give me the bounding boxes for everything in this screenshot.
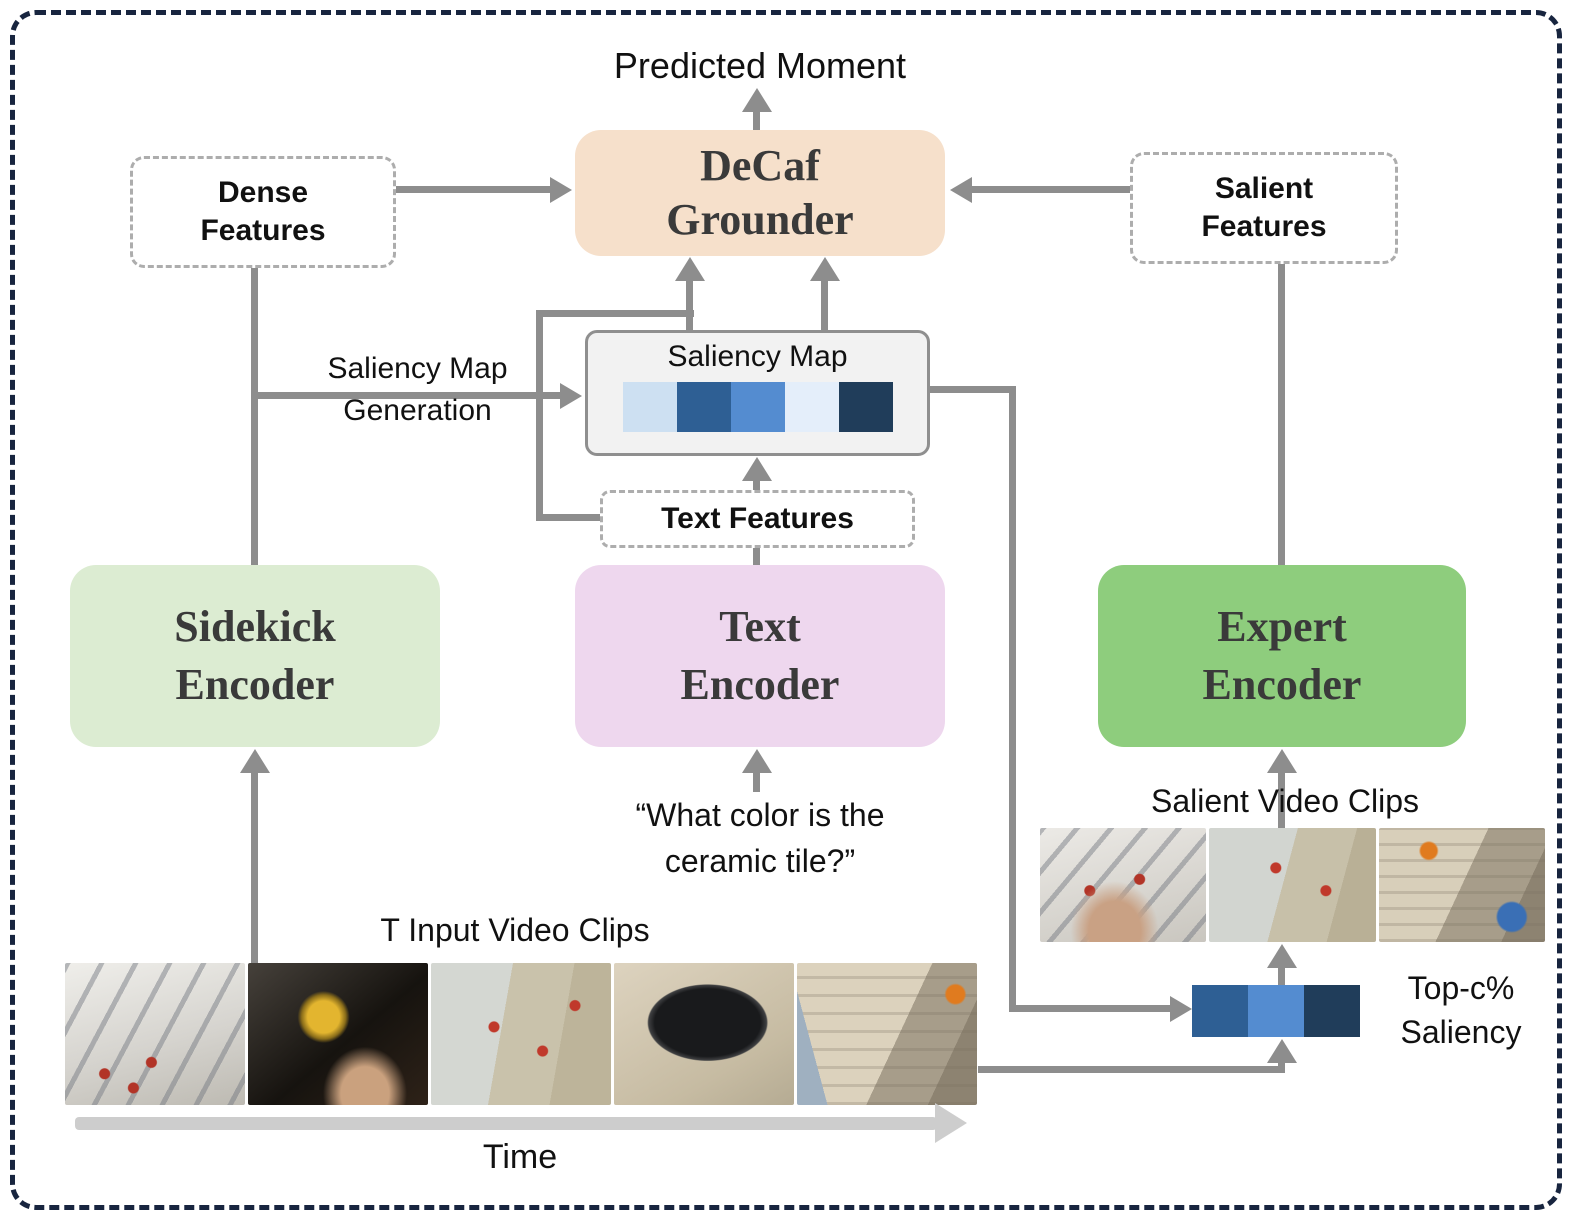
saliency-cell-3 (730, 382, 785, 432)
conn-clips-to-sidekick-line (251, 773, 258, 963)
saliency-cell-1 (622, 382, 677, 432)
input-clip-thumbnail-1 (65, 963, 245, 1105)
conn-dense-to-grounder-head (550, 177, 572, 203)
conn-textfeatures-elbow-top (536, 310, 694, 317)
conn-salientclips-to-expert-head (1267, 749, 1297, 773)
conn-grounder-to-predicted-head (742, 88, 772, 112)
time-label: Time (482, 1138, 558, 1176)
saliency-cell-5 (838, 382, 893, 432)
expert-encoder-node: Expert Encoder (1098, 565, 1466, 747)
conn-salmap-to-grounder-right-head (810, 257, 840, 281)
text-encoder-node: Text Encoder (575, 565, 945, 747)
conn-salient-to-grounder-line (972, 186, 1130, 193)
conn-sidekick-to-dense-line (251, 268, 258, 565)
conn-query-to-textencoder-head (742, 749, 772, 773)
top-saliency-cell-3 (1304, 985, 1360, 1037)
conn-textfeatures-elbow-vertical (536, 310, 543, 521)
conn-expert-to-salientfeatures-line (1278, 264, 1285, 565)
saliency-map-title: Saliency Map (667, 340, 848, 373)
conn-salmap-to-grounder-left-line (686, 281, 693, 330)
salient-clip-thumbnail-2 (1209, 828, 1376, 942)
saliency-map-node: Saliency Map (585, 330, 930, 456)
conn-dense-to-grounder-line (396, 186, 550, 193)
conn-salmap-to-strip-horizontal1 (930, 386, 1016, 393)
conn-salient-to-grounder-head (950, 177, 972, 203)
salient-clip-thumbnail-3 (1378, 828, 1545, 942)
saliency-cell-2 (676, 382, 731, 432)
conn-salmap-to-strip-vertical (1009, 386, 1016, 1012)
saliency-map-cells (622, 382, 893, 432)
query-text: “What color is the ceramic tile?” (635, 797, 885, 879)
salient-clips-label: Salient Video Clips (1150, 783, 1419, 819)
salient-features-node: Salient Features (1130, 152, 1398, 264)
salient-clip-thumbnail-1 (1040, 828, 1207, 942)
conn-query-to-textencoder-line (753, 773, 760, 792)
salient-clips-row (1040, 828, 1545, 942)
saliency-cell-4 (784, 382, 839, 432)
text-features-node: Text Features (600, 490, 915, 548)
saliency-generation-label: Saliency Map Generation (327, 352, 508, 427)
conn-salmap-to-grounder-left-head (675, 257, 705, 281)
conn-textfeatures-to-salmap-line (753, 481, 760, 490)
conn-salmap-to-strip-head (1170, 996, 1192, 1022)
conn-salientclips-to-expert-line (1278, 773, 1285, 828)
top-saliency-cell-2 (1248, 985, 1304, 1037)
decaf-grounder-node: DeCaf Grounder (575, 130, 945, 256)
top-saliency-strip (1192, 985, 1360, 1037)
input-clip-thumbnail-3 (431, 963, 611, 1105)
input-clip-thumbnail-4 (614, 963, 794, 1105)
conn-textfeatures-to-salmap-head (742, 457, 772, 481)
input-clips-row (65, 963, 977, 1105)
sidekick-encoder-node: Sidekick Encoder (70, 565, 440, 747)
input-clips-label: T Input Video Clips (380, 912, 650, 948)
input-clip-thumbnail-5 (797, 963, 977, 1105)
time-axis-arrowhead (935, 1103, 967, 1143)
top-saliency-label: Top-c% Saliency (1400, 970, 1522, 1050)
conn-grounder-to-predicted-line (753, 110, 760, 134)
conn-clips-to-strip-head (1267, 1039, 1297, 1063)
conn-textencoder-to-textfeatures-line (753, 548, 760, 565)
conn-clips-to-strip-horizontal (978, 1066, 1282, 1073)
dense-features-node: Dense Features (130, 156, 396, 268)
conn-saliency-generation-head (560, 383, 582, 409)
conn-clips-to-sidekick-head (240, 749, 270, 773)
conn-strip-to-salientclips-line (1278, 966, 1285, 985)
conn-strip-to-salientclips-head (1267, 944, 1297, 968)
input-clip-thumbnail-2 (248, 963, 428, 1105)
time-axis-arrow (75, 1117, 937, 1130)
conn-textfeatures-elbow-bottom (536, 514, 606, 521)
conn-salmap-to-strip-horizontal2 (1009, 1005, 1170, 1012)
top-saliency-cell-1 (1192, 985, 1248, 1037)
conn-clips-to-strip-vertical (1278, 1062, 1285, 1073)
conn-salmap-to-grounder-right-line (821, 281, 828, 330)
conn-saliency-generation-line (255, 392, 560, 399)
predicted-moment-label: Predicted Moment (613, 45, 907, 86)
